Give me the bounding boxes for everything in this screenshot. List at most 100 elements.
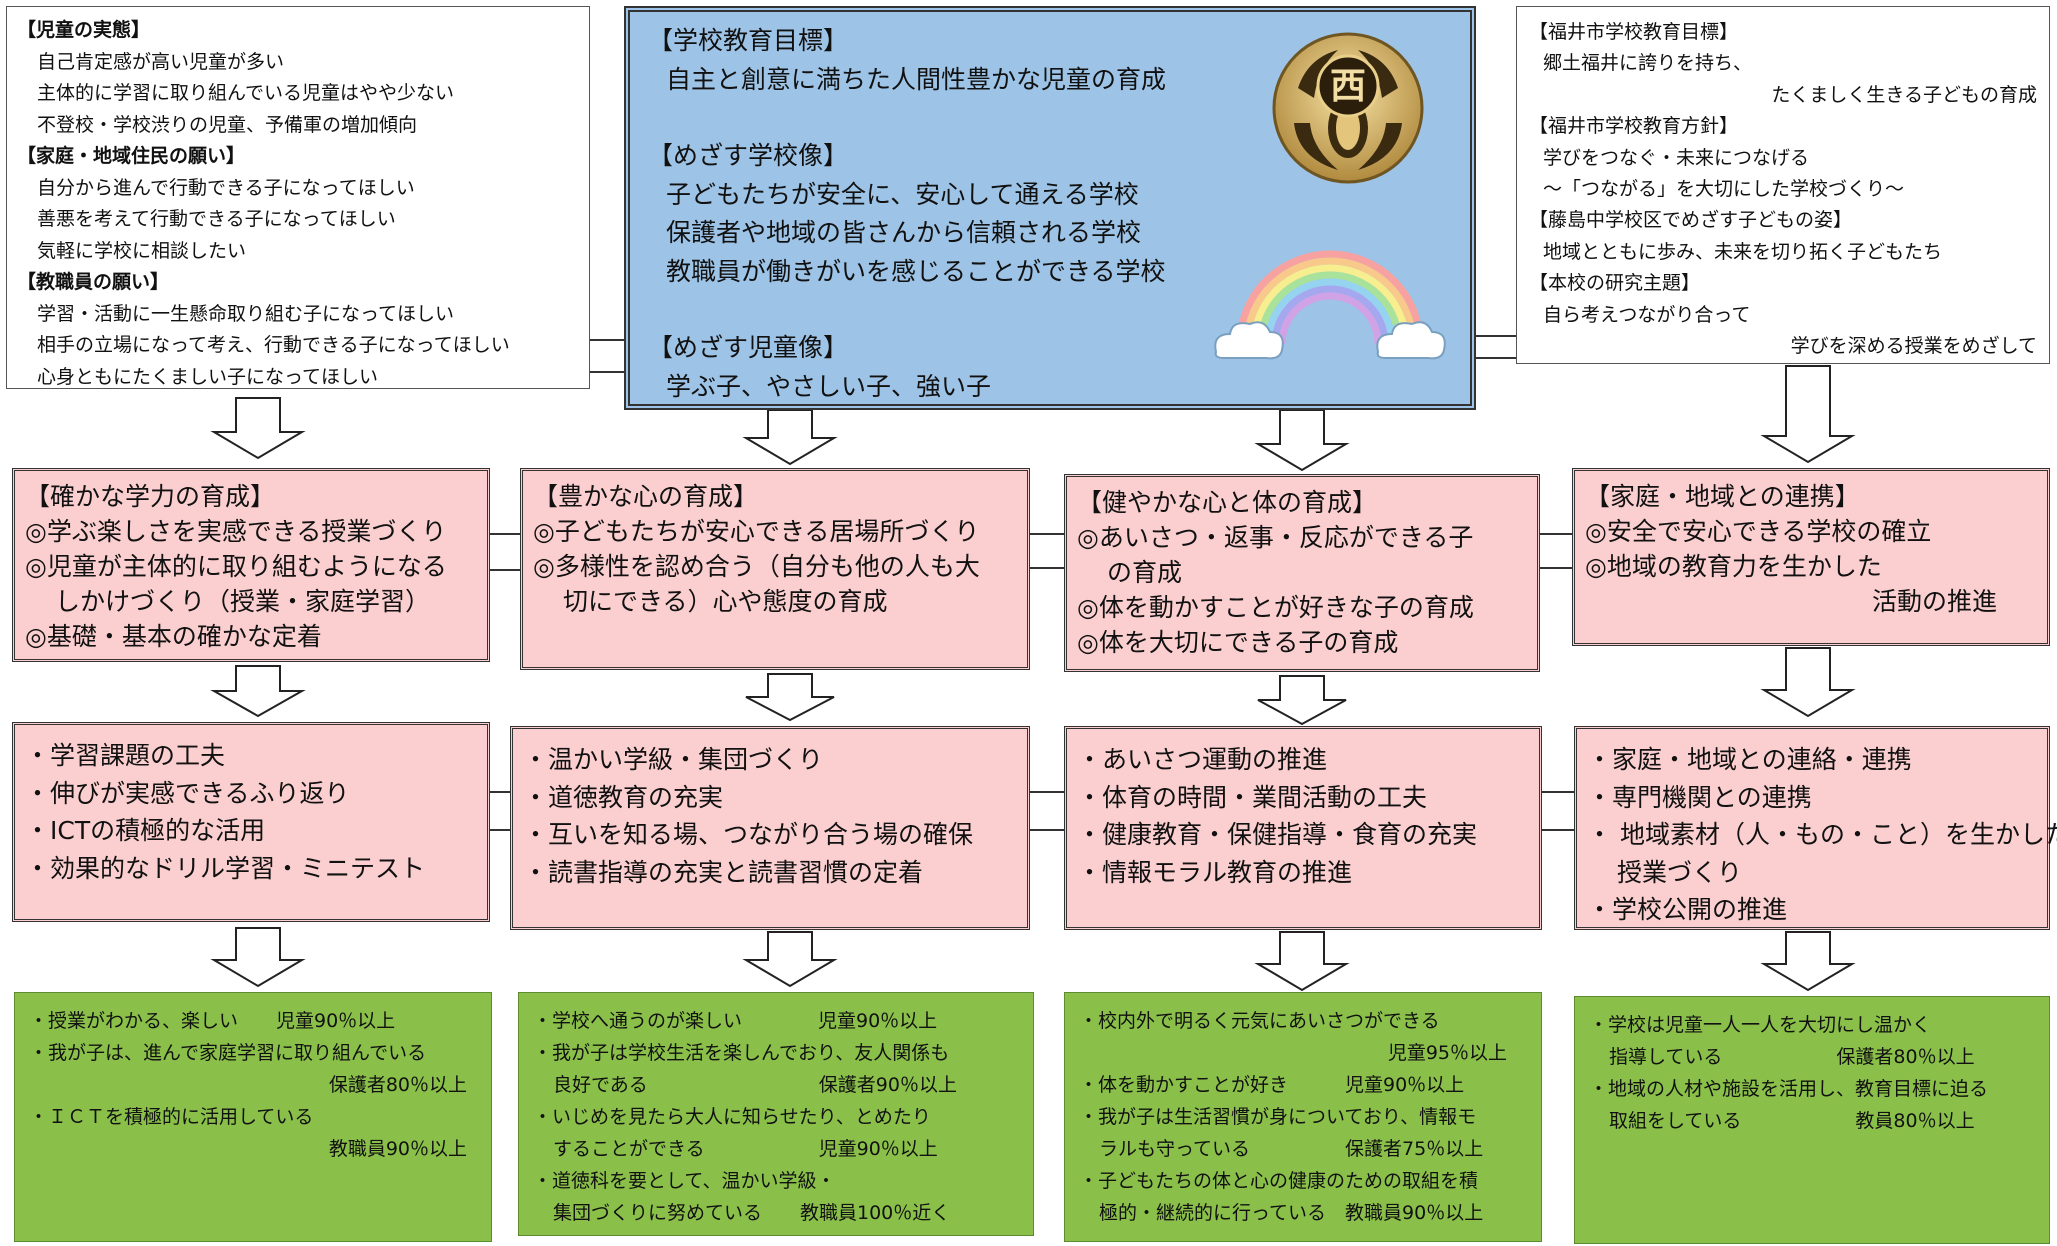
academic-targets-box: ・授業がわかる、楽しい 児童90％以上 ・我が子は、進んで家庭学習に取り組んでい…: [14, 992, 492, 1242]
text-line: たくましく生きる子どもの育成: [1771, 83, 2037, 106]
down-arrow-icon: [742, 931, 838, 988]
text-line: 教職員90％以上: [328, 1138, 467, 1160]
academic-actions-box: ・学習課題の工夫 ・伸びが実感できるふり返り ・ICTの積極的な活用 ・効果的な…: [12, 722, 490, 922]
down-arrow-icon: [210, 927, 306, 988]
box-title: 【豊かな心の育成】: [533, 482, 759, 511]
text-line: 取組をしている 教員80％以上: [1609, 1110, 1975, 1132]
text-line: ・我が子は、進んで家庭学習に取り組んでいる: [29, 1042, 427, 1064]
text-line: 学ぶ子、やさしい子、強い子: [666, 371, 992, 401]
text-line: 善悪を考えて行動できる子になってほしい: [37, 208, 396, 230]
text-line: 自ら考えつながり合って: [1543, 303, 1751, 326]
community-targets-box: ・学校は児童一人一人を大切にし温かく 指導している 保護者80％以上 ・地域の人…: [1574, 996, 2050, 1244]
text-line: ◎体を大切にできる子の育成: [1077, 628, 1399, 657]
heart-targets-box: ・学校へ通うのが楽しい 児童90％以上 ・我が子は学校生活を楽しんでおり、友人関…: [518, 992, 1034, 1236]
box-title: 【確かな学力の育成】: [25, 482, 276, 511]
text-line: 不登校・学校渋りの児童、予備軍の増加傾向: [37, 113, 418, 136]
heading-family-wishes: 【家庭・地域住民の願い】: [17, 145, 246, 167]
text-line: ・専門機関との連携: [1587, 782, 1812, 812]
text-line: 学習・活動に一生懸命取り組む子になってほしい: [37, 302, 455, 325]
text-line: 授業づくり: [1617, 857, 1743, 887]
text-line: ・健康教育・保健指導・食育の充実: [1077, 820, 1478, 849]
text-line: ・学校公開の推進: [1587, 895, 1788, 924]
rich-heart-box: 【豊かな心の育成】 ◎子どもたちが安心できる居場所づくり ◎多様性を認め合う（自…: [520, 468, 1030, 670]
text-line: 学びを深める授業をめざして: [1790, 335, 2037, 358]
text-line: ◎多様性を認め合う（自分も他の人も大: [533, 552, 980, 581]
down-arrow-icon: [1760, 647, 1856, 718]
text-line: 教職員が働きがいを感じることができる学校: [666, 256, 1166, 286]
down-arrow-icon: [1760, 365, 1856, 464]
down-arrow-icon: [1254, 931, 1350, 992]
text-line: 心身ともにたくましい子になってほしい: [37, 365, 379, 388]
text-line: 地域とともに歩み、未来を切り拓く子どもたち: [1543, 240, 1943, 263]
text-line: ◎子どもたちが安心できる居場所づくり: [533, 517, 980, 546]
text-line: ・あいさつ運動の推進: [1077, 745, 1328, 774]
text-line: 保護者や地域の皆さんから信頼される学校: [666, 218, 1142, 247]
text-line: ・効果的なドリル学習・ミニテスト: [25, 853, 426, 883]
text-line: ・ICTの積極的な活用: [25, 816, 266, 845]
heading-child-situation: 【児童の実態】: [17, 19, 151, 41]
text-line: ◎体を動かすことが好きな子の育成: [1077, 593, 1474, 622]
text-line: ・ＩＣＴを積極的に活用している: [29, 1106, 314, 1128]
text-line: 相手の立場になって考え、行動できる子になってほしい: [37, 334, 510, 356]
text-line: ◎基礎・基本の確かな定着: [25, 622, 322, 651]
text-line: ・学習課題の工夫: [25, 741, 226, 770]
text-line: 指導している 保護者80％以上: [1609, 1046, 1975, 1068]
text-line: 児童95％以上: [1387, 1042, 1507, 1064]
text-line: ・温かい学級・集団づくり: [523, 745, 824, 774]
heading-city-goal: 【福井市学校教育目標】: [1529, 21, 1739, 43]
text-line: 集団づくりに努めている 教職員100％近く: [553, 1202, 951, 1224]
heart-actions-box: ・温かい学級・集団づくり ・道徳教育の充実 ・互いを知る場、つながり合う場の確保…: [510, 726, 1030, 930]
text-line: ・地域の人材や施設を活用し、教育目標に迫る: [1589, 1078, 1989, 1100]
box-title: 【家庭・地域との連携】: [1585, 482, 1860, 511]
academic-ability-box: 【確かな学力の育成】 ◎学ぶ楽しさを実感できる授業づくり ◎児童が主体的に取り組…: [12, 468, 490, 662]
text-line: 自分から進んで行動できる子になってほしい: [37, 176, 415, 199]
text-line: ・家庭・地域との連絡・連携: [1587, 745, 1912, 774]
text-line: 学びをつなぐ・未来につなげる: [1543, 146, 1810, 169]
heading-district-child: 【藤島中学校区でめざす子どもの姿】: [1529, 209, 1853, 232]
text-line: することができる 児童90％以上: [553, 1138, 938, 1160]
text-line: ～「つながる」を大切にした学校づくり～: [1543, 178, 1905, 201]
text-line: 保護者80％以上: [328, 1074, 467, 1096]
text-line: ・体育の時間・業間活動の工夫: [1077, 782, 1428, 812]
text-line: ◎学ぶ楽しさを実感できる授業づくり: [25, 517, 447, 546]
text-line: 郷土福井に誇りを持ち、: [1543, 52, 1753, 75]
text-line: ・道徳科を要として、温かい学級・: [533, 1170, 836, 1192]
text-line: 良好である 保護者90％以上: [553, 1074, 957, 1096]
text-line: 切にできる）心や態度の育成: [563, 587, 888, 616]
city-goals-box: 【福井市学校教育目標】 郷土福井に誇りを持ち、 たくましく生きる子どもの育成 【…: [1516, 6, 2050, 364]
school-goals-box: 【学校教育目標】 自主と創意に満ちた人間性豊かな児童の育成 【めざす学校像】 子…: [624, 6, 1476, 410]
text-line: ・校内外で明るく元気にあいさつができる: [1079, 1010, 1440, 1032]
down-arrow-icon: [1257, 675, 1347, 726]
text-line: ◎安全で安心できる学校の確立: [1585, 517, 1932, 546]
text-line: ◎地域の教育力を生かした: [1585, 552, 1882, 581]
text-line: ・学校は児童一人一人を大切にし温かく: [1589, 1014, 1932, 1036]
rainbow-icon: [1214, 250, 1446, 360]
text-line: ・体を動かすことが好き 児童90％以上: [1079, 1074, 1465, 1096]
text-line: ・授業がわかる、楽しい 児童90％以上: [29, 1010, 396, 1032]
text-line: ・道徳教育の充実: [523, 782, 724, 812]
child-situation-box: 【児童の実態】 自己肯定感が高い児童が多い 主体的に学習に取り組んでいる児童はや…: [6, 6, 590, 389]
down-arrow-icon: [1254, 409, 1350, 472]
heading-city-policy: 【福井市学校教育方針】: [1529, 115, 1739, 138]
text-line: の育成: [1107, 558, 1183, 587]
text-line: ・伸びが実感できるふり返り: [25, 778, 350, 808]
text-line: ◎あいさつ・返事・反応ができる子: [1077, 523, 1474, 552]
down-arrow-icon: [210, 397, 306, 460]
down-arrow-icon: [210, 665, 306, 718]
text-line: 自己肯定感が高い児童が多い: [37, 50, 285, 73]
text-line: ◎児童が主体的に取り組むようになる: [25, 552, 447, 581]
text-line: ・互いを知る場、つながり合う場の確保: [523, 820, 974, 849]
school-emblem-icon: 西: [1272, 32, 1424, 184]
text-line: 主体的に学習に取り組んでいる児童はやや少ない: [37, 82, 455, 104]
text-line: ・情報モラル教育の推進: [1077, 857, 1353, 887]
emblem-character: 西: [1330, 66, 1366, 107]
text-line: 活動の推進: [1871, 587, 1997, 616]
heading-staff-wishes: 【教職員の願い】: [17, 271, 170, 293]
text-line: ・我が子は学校生活を楽しんでおり、友人関係も: [533, 1042, 950, 1064]
text-line: ・いじめを見たら大人に知らせたり、とめたり: [533, 1106, 931, 1128]
community-actions-box: ・家庭・地域との連絡・連携 ・専門機関との連携 ・ 地域素材（人・もの・こと）を…: [1574, 726, 2057, 930]
text-line: ・ 地域素材（人・もの・こと）を生かした: [1587, 820, 2057, 849]
text-line: ・学校へ通うのが楽しい 児童90％以上: [533, 1010, 938, 1032]
text-line: しかけづくり（授業・家庭学習）: [55, 587, 431, 616]
